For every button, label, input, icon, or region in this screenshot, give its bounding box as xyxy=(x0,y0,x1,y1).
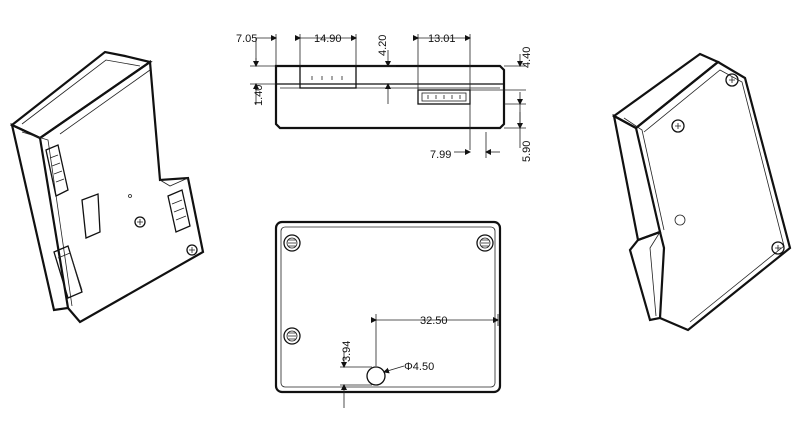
dim-13-01: 13.01 xyxy=(428,33,456,45)
dimension-labels: 7.05 14.90 13.01 4.20 1.40 4.40 5.90 7.9… xyxy=(236,33,533,373)
bottom-view xyxy=(274,220,502,408)
dim-4-20: 4.20 xyxy=(377,35,389,56)
dim-5-90: 5.90 xyxy=(521,141,533,162)
top-view xyxy=(250,34,526,158)
dim-1-40: 1.40 xyxy=(253,85,265,106)
screw-icon xyxy=(283,234,301,252)
dim-32-50: 32.50 xyxy=(420,315,448,327)
dim-7-05: 7.05 xyxy=(236,33,257,45)
dim-4-40: 4.40 xyxy=(521,47,533,68)
dim-3-94: 3.94 xyxy=(341,341,353,362)
screw-icon xyxy=(476,234,494,252)
dim-14-90: 14.90 xyxy=(314,33,342,45)
dim-diameter-4-50: Φ4.50 xyxy=(404,361,434,373)
right-isometric-view xyxy=(611,52,792,332)
left-isometric-view xyxy=(9,50,205,324)
dim-7-99: 7.99 xyxy=(430,149,451,161)
screw-icon xyxy=(283,327,301,345)
mounting-hole xyxy=(366,366,386,386)
